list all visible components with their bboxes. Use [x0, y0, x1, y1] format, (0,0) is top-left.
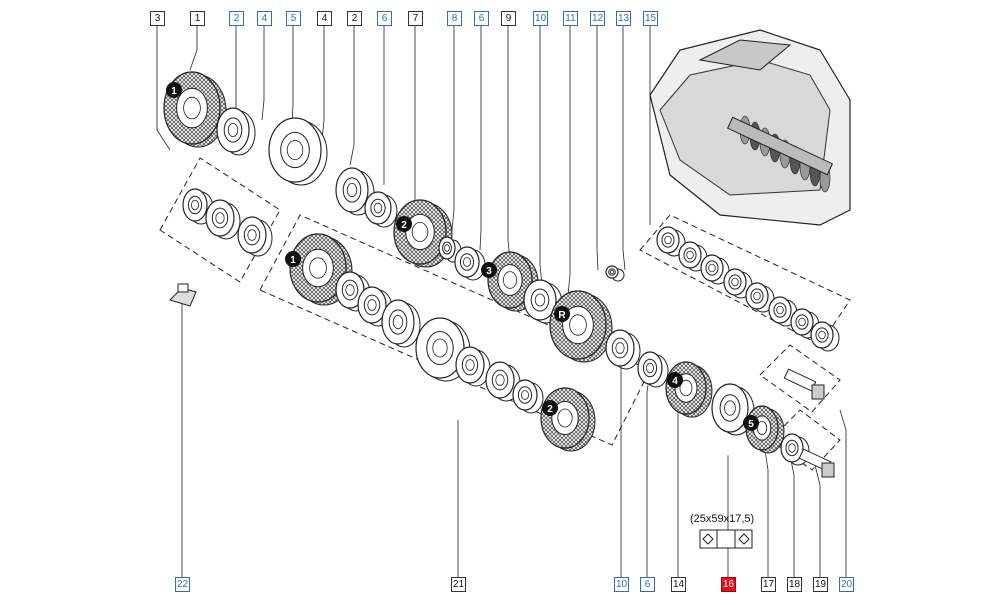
callout-label-top-2[interactable]: 1	[190, 11, 205, 26]
bearing-dimensions-text: (25x59x17,5)	[690, 513, 755, 525]
leader-line	[646, 371, 651, 577]
bearing-symbol	[699, 529, 753, 549]
callout-label-top-17[interactable]: 15	[643, 11, 658, 26]
callout-label-bottom-6[interactable]: 16	[721, 577, 736, 592]
gear-number-text: 2	[547, 404, 553, 415]
ring-part[interactable]	[656, 226, 686, 257]
callout-label-top-7[interactable]: 2	[347, 11, 362, 26]
part-group-outline	[759, 344, 841, 413]
callout-label-top-13[interactable]: 10	[533, 11, 548, 26]
ring-part[interactable]	[485, 361, 521, 402]
gear-number-marker: 3	[481, 262, 497, 278]
gearbox-housing-illustration	[649, 29, 851, 226]
leader-line	[539, 26, 543, 286]
ring-part[interactable]	[268, 117, 328, 186]
callout-label-top-1[interactable]: 3	[150, 11, 165, 26]
callout-label-bottom-1[interactable]: 22	[175, 577, 190, 592]
callout-label-bottom-5[interactable]: 14	[671, 577, 686, 592]
gear-number-marker: 2	[396, 216, 412, 232]
gear-number-marker: 1	[166, 82, 182, 98]
gear-number-text: R	[558, 310, 566, 321]
ring-part[interactable]	[205, 199, 241, 240]
callout-label-top-4[interactable]: 4	[257, 11, 272, 26]
leader-line	[814, 464, 821, 577]
gear-number-text: 5	[748, 419, 754, 430]
ring-part[interactable]	[605, 265, 625, 282]
gear-part[interactable]	[665, 361, 713, 418]
ring-part[interactable]	[810, 321, 840, 352]
callout-label-bottom-10[interactable]: 20	[839, 577, 854, 592]
ring-part[interactable]	[381, 299, 421, 348]
callout-label-bottom-4[interactable]: 6	[640, 577, 655, 592]
leader-line	[839, 409, 847, 577]
ring-part[interactable]	[512, 379, 544, 414]
callout-label-bottom-7[interactable]: 17	[761, 577, 776, 592]
callout-label-top-8[interactable]: 6	[377, 11, 392, 26]
callout-label-bottom-2[interactable]: 21	[451, 577, 466, 592]
ring-part[interactable]	[605, 329, 641, 370]
gear-number-text: 2	[401, 220, 407, 231]
leader-line	[479, 26, 482, 251]
bracket-part[interactable]	[169, 283, 197, 307]
leader-line	[321, 26, 325, 141]
gear-number-marker: R	[554, 306, 570, 322]
ring-part[interactable]	[637, 351, 669, 388]
callout-label-top-9[interactable]: 7	[408, 11, 423, 26]
gear-number-marker: 5	[743, 415, 759, 431]
leader-line	[261, 26, 265, 121]
ring-part[interactable]	[237, 216, 273, 257]
leader-line	[567, 26, 571, 296]
callout-label-bottom-3[interactable]: 10	[614, 577, 629, 592]
leader-line	[507, 26, 511, 261]
ring-part[interactable]	[455, 346, 491, 387]
gear-number-text: 1	[171, 86, 177, 97]
ring-part[interactable]	[700, 254, 730, 285]
callout-label-bottom-8[interactable]: 18	[787, 577, 802, 592]
gear-part[interactable]	[393, 199, 453, 268]
callout-label-top-12[interactable]: 9	[501, 11, 516, 26]
gear-number-marker: 2	[542, 400, 558, 416]
leader-line	[622, 26, 626, 271]
ring-part[interactable]	[745, 282, 775, 313]
leader-line	[764, 449, 769, 577]
callout-label-top-16[interactable]: 13	[616, 11, 631, 26]
callout-label-top-14[interactable]: 11	[563, 11, 578, 26]
ring-part[interactable]	[357, 286, 393, 327]
ring-part[interactable]	[454, 246, 486, 281]
gear-part[interactable]	[549, 290, 613, 363]
callout-label-top-15[interactable]: 12	[590, 11, 605, 26]
leader-line	[349, 26, 355, 166]
part-group-outline	[159, 157, 281, 283]
callout-label-top-6[interactable]: 4	[317, 11, 332, 26]
leader-line	[451, 26, 455, 231]
leader-line	[789, 454, 795, 577]
bolt-part[interactable]	[798, 448, 835, 478]
gear-number-text: 4	[672, 376, 678, 387]
ring-part[interactable]	[523, 279, 563, 324]
leader-line	[156, 26, 171, 151]
callout-label-top-10[interactable]: 8	[447, 11, 462, 26]
leader-line	[189, 26, 198, 71]
gear-number-text: 3	[486, 266, 492, 277]
gear-part[interactable]	[540, 387, 596, 452]
ring-part[interactable]	[216, 107, 256, 156]
leader-line	[596, 26, 599, 271]
callout-label-top-5[interactable]: 5	[286, 11, 301, 26]
ring-part[interactable]	[711, 383, 755, 436]
gear-number-marker: 4	[667, 372, 683, 388]
ring-part[interactable]	[364, 191, 398, 228]
callout-label-top-11[interactable]: 6	[474, 11, 489, 26]
gear-number-marker: 1	[285, 251, 301, 267]
leader-line	[291, 26, 294, 126]
callout-label-top-3[interactable]: 2	[229, 11, 244, 26]
callout-label-bottom-9[interactable]: 19	[813, 577, 828, 592]
gear-number-text: 1	[290, 255, 296, 266]
part-group-outline	[639, 214, 851, 346]
ring-part[interactable]	[780, 433, 810, 466]
bolt-part[interactable]	[783, 368, 825, 400]
